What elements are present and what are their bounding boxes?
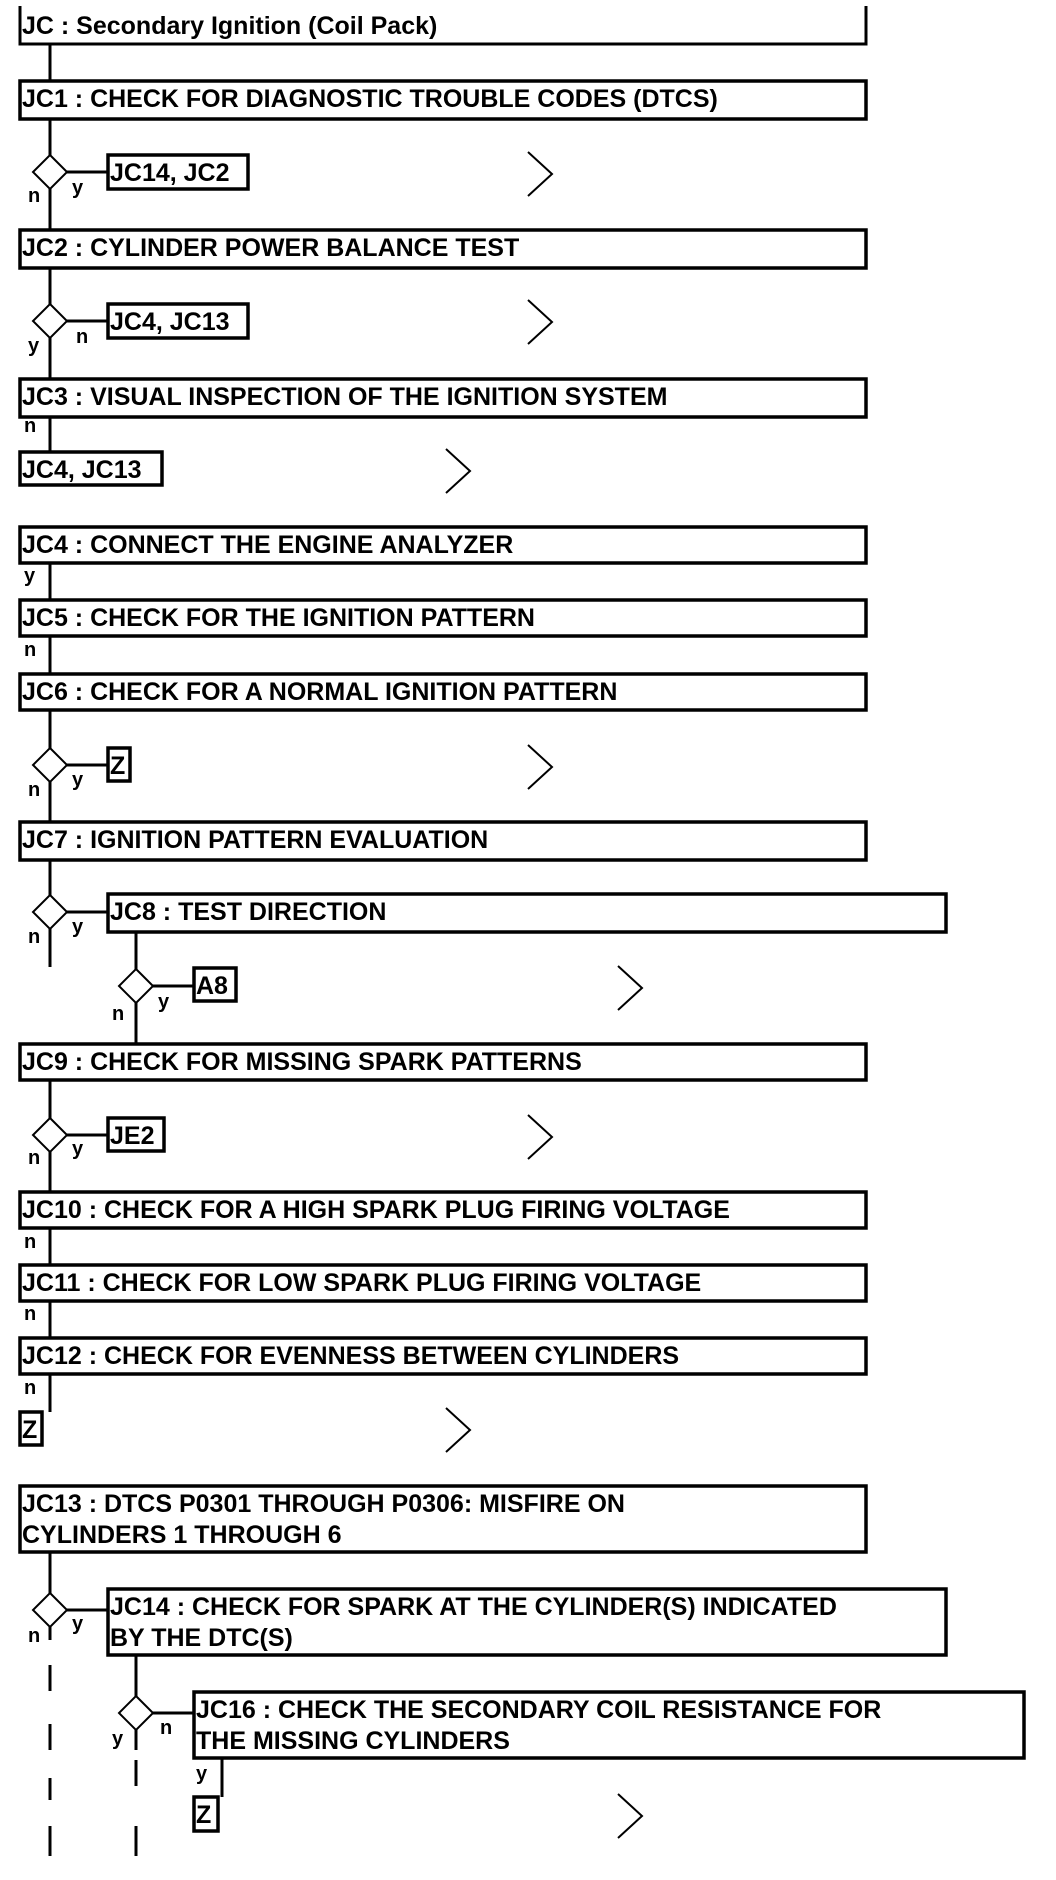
edge-label-no: n	[28, 1147, 40, 1169]
edge-label-no: n	[28, 779, 40, 801]
step-label: CYLINDERS 1 THROUGH 6	[22, 1521, 341, 1549]
reference-label: JC4, JC13	[110, 308, 230, 336]
step-label: JC3 : VISUAL INSPECTION OF THE IGNITION …	[22, 383, 667, 411]
edge-label-no: n	[24, 1377, 36, 1399]
chevron-right-icon	[617, 1793, 644, 1839]
reference-label: Z	[110, 752, 125, 780]
diamond-icon	[31, 1591, 69, 1629]
diamond-icon	[31, 1116, 69, 1154]
edge-label-yes: y	[72, 177, 84, 199]
chevron-right-icon	[617, 965, 644, 1011]
step-label: JC5 : CHECK FOR THE IGNITION PATTERN	[22, 604, 535, 632]
step-box-jc4: JC4 : CONNECT THE ENGINE ANALYZER	[18, 525, 868, 565]
step-box-jc3: JC3 : VISUAL INSPECTION OF THE IGNITION …	[18, 377, 868, 419]
chevron-right-icon	[527, 1114, 554, 1160]
edge-label-yes: y	[158, 991, 170, 1013]
step-label: JC14 : CHECK FOR SPARK AT THE CYLINDER(S…	[110, 1593, 837, 1621]
chevron-right-icon	[527, 299, 554, 345]
step-label: JC13 : DTCS P0301 THROUGH P0306: MISFIRE…	[22, 1490, 625, 1518]
reference-box: Z	[192, 1795, 220, 1833]
reference-label: A8	[196, 972, 228, 1000]
edge-label-no: n	[112, 1003, 124, 1025]
step-box-jc7: JC7 : IGNITION PATTERN EVALUATION	[18, 820, 868, 862]
chevron-right-icon	[527, 744, 554, 790]
reference-label: JC4, JC13	[22, 456, 142, 484]
reference-label: JC14, JC2	[110, 159, 230, 187]
edge-label-yes: y	[24, 565, 36, 587]
edge-label-yes: y	[72, 916, 84, 938]
edge-label-yes: y	[72, 769, 84, 791]
edge-label-yes: y	[72, 1613, 84, 1635]
step-label: JC11 : CHECK FOR LOW SPARK PLUG FIRING V…	[22, 1269, 701, 1297]
edge-label-yes: y	[28, 335, 40, 357]
chevron-right-icon	[445, 448, 472, 494]
edge-label-no: n	[28, 1625, 40, 1647]
reference-label: Z	[22, 1416, 37, 1444]
reference-box: JC14, JC2	[106, 153, 250, 191]
reference-box: Z	[106, 746, 132, 783]
step-label: JC9 : CHECK FOR MISSING SPARK PATTERNS	[22, 1048, 582, 1076]
diamond-icon	[31, 302, 69, 340]
edge-label-yes: y	[112, 1728, 124, 1750]
reference-box: JE2	[106, 1116, 166, 1153]
edge-label-no: n	[28, 185, 40, 207]
step-box-jc8: JC8 : TEST DIRECTION	[106, 892, 948, 934]
step-box-jc10: JC10 : CHECK FOR A HIGH SPARK PLUG FIRIN…	[18, 1190, 868, 1230]
reference-box: JC4, JC13	[18, 450, 164, 487]
step-box-jc14: JC14 : CHECK FOR SPARK AT THE CYLINDER(S…	[106, 1587, 948, 1657]
step-label: THE MISSING CYLINDERS	[196, 1727, 510, 1755]
step-box-jc11: JC11 : CHECK FOR LOW SPARK PLUG FIRING V…	[18, 1263, 868, 1303]
step-box-jc6: JC6 : CHECK FOR A NORMAL IGNITION PATTER…	[18, 672, 868, 712]
step-box-jc13: JC13 : DTCS P0301 THROUGH P0306: MISFIRE…	[18, 1484, 868, 1554]
edge-label-no: n	[160, 1717, 172, 1739]
step-box-jc9: JC9 : CHECK FOR MISSING SPARK PATTERNS	[18, 1042, 868, 1082]
diamond-icon	[31, 153, 69, 191]
step-label: BY THE DTC(S)	[110, 1624, 293, 1652]
diagram-title: JC : Secondary Ignition (Coil Pack)	[22, 12, 437, 40]
step-label: JC10 : CHECK FOR A HIGH SPARK PLUG FIRIN…	[22, 1196, 730, 1224]
reference-label: Z	[196, 1801, 211, 1829]
edge-label-no: n	[76, 326, 88, 348]
step-label: JC4 : CONNECT THE ENGINE ANALYZER	[22, 531, 513, 559]
edge-label-no: n	[24, 1231, 36, 1253]
step-box-jc16: JC16 : CHECK THE SECONDARY COIL RESISTAN…	[192, 1690, 1026, 1760]
edge-label-no: n	[28, 926, 40, 948]
reference-box: Z	[18, 1410, 44, 1447]
chevron-right-icon	[527, 151, 554, 197]
reference-box: JC4, JC13	[106, 302, 250, 340]
step-label: JC7 : IGNITION PATTERN EVALUATION	[22, 826, 488, 854]
diamond-icon	[31, 746, 69, 784]
edge-label-no: n	[24, 415, 36, 437]
diamond-icon	[117, 1694, 155, 1732]
step-box-jc5: JC5 : CHECK FOR THE IGNITION PATTERN	[18, 598, 868, 638]
step-box-jc1: JC1 : CHECK FOR DIAGNOSTIC TROUBLE CODES…	[18, 79, 868, 121]
reference-box: A8	[192, 966, 238, 1003]
reference-label: JE2	[110, 1122, 154, 1150]
step-label: JC12 : CHECK FOR EVENNESS BETWEEN CYLIND…	[22, 1342, 679, 1370]
edge-label-yes: y	[196, 1763, 208, 1785]
step-label: JC16 : CHECK THE SECONDARY COIL RESISTAN…	[196, 1696, 881, 1724]
step-label: JC1 : CHECK FOR DIAGNOSTIC TROUBLE CODES…	[22, 85, 718, 113]
diamond-icon	[31, 893, 69, 931]
step-box-jc12: JC12 : CHECK FOR EVENNESS BETWEEN CYLIND…	[18, 1336, 868, 1376]
edge-label-no: n	[24, 1303, 36, 1325]
edge-label-no: n	[24, 639, 36, 661]
step-box-jc2: JC2 : CYLINDER POWER BALANCE TEST	[18, 228, 868, 270]
edge-label-yes: y	[72, 1138, 84, 1160]
title-box: JC : Secondary Ignition (Coil Pack)	[18, 6, 868, 46]
diamond-icon	[117, 967, 155, 1005]
chevron-right-icon	[445, 1407, 472, 1453]
step-label: JC8 : TEST DIRECTION	[110, 898, 386, 926]
step-label: JC6 : CHECK FOR A NORMAL IGNITION PATTER…	[22, 678, 617, 706]
step-label: JC2 : CYLINDER POWER BALANCE TEST	[22, 234, 519, 262]
